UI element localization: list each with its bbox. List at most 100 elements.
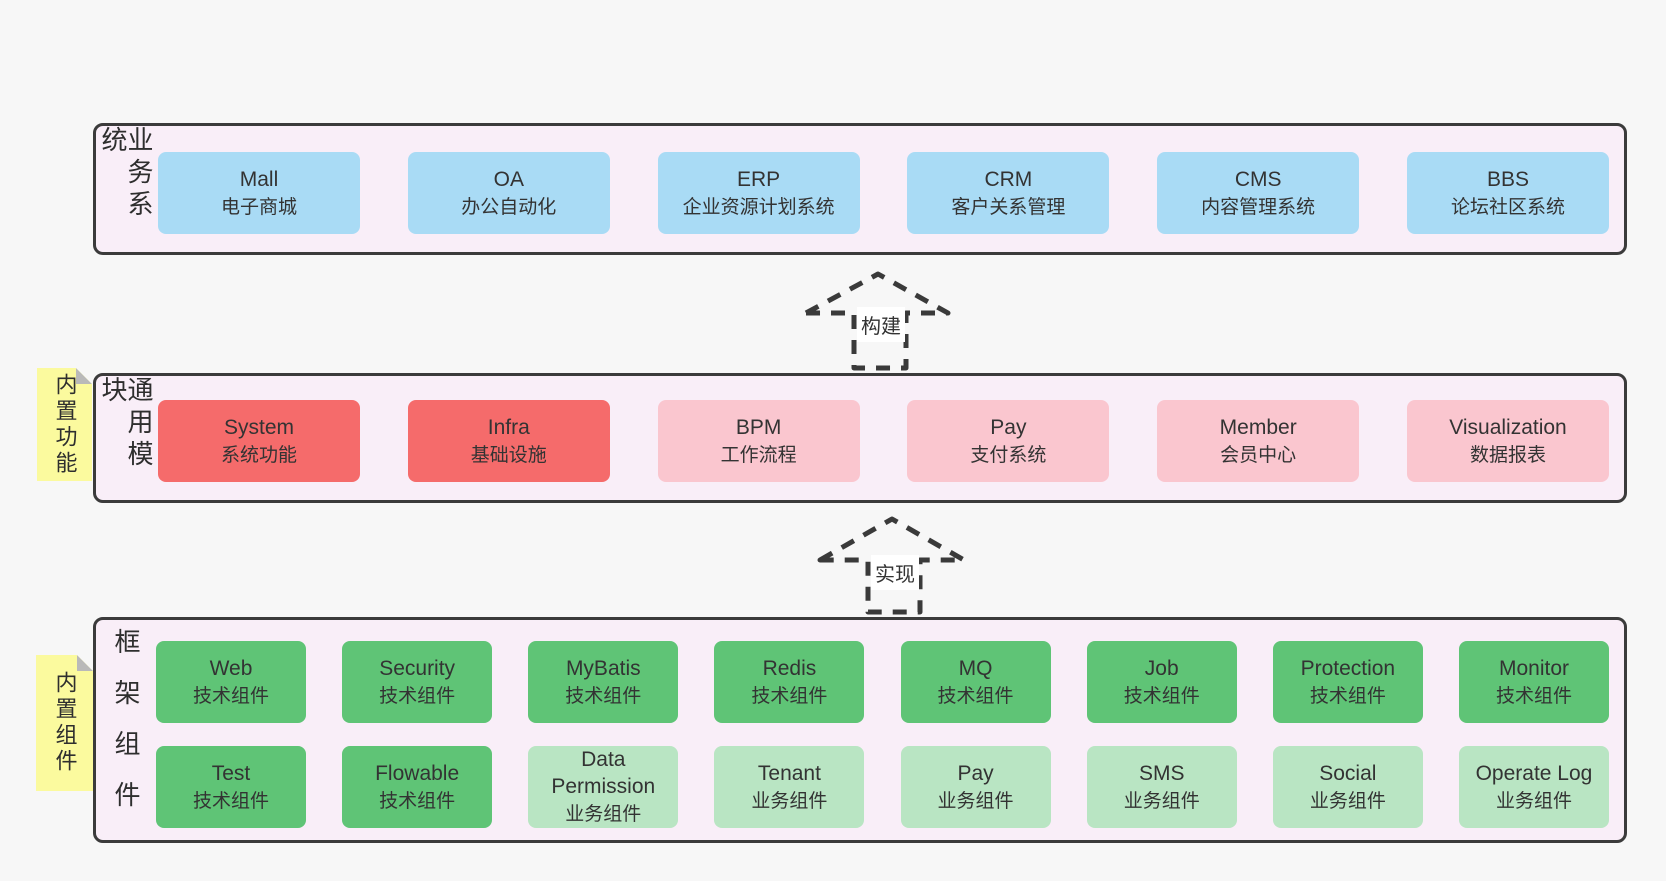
box-title: Test xyxy=(211,761,251,785)
box-title: Visualization xyxy=(1449,415,1567,439)
box-title: Web xyxy=(209,656,253,680)
box-visualization: Visualization 数据报表 xyxy=(1406,400,1609,482)
sticky-fold-icon xyxy=(77,655,93,671)
box-title: Security xyxy=(379,656,456,680)
box-title: CMS xyxy=(1234,167,1282,191)
box-tenant: Tenant 业务组件 xyxy=(714,746,865,828)
implement-arrow-label: 实现 xyxy=(871,555,919,590)
box-subtitle: 系统功能 xyxy=(220,444,297,466)
box-title: Protection xyxy=(1300,656,1396,680)
box-mq: MQ 技术组件 xyxy=(900,641,1051,723)
box-subtitle: 电子商城 xyxy=(220,196,297,218)
box-subtitle: 数据报表 xyxy=(1469,444,1546,466)
box-subtitle: 论坛社区系统 xyxy=(1450,196,1565,218)
box-subtitle: 工作流程 xyxy=(720,444,797,466)
box-subtitle: 技术组件 xyxy=(1309,685,1386,707)
box-mall: Mall 电子商城 xyxy=(158,152,360,234)
box-job: Job 技术组件 xyxy=(1086,641,1237,723)
sticky-note-label: 内置功能 xyxy=(52,372,78,477)
box-subtitle: 业务组件 xyxy=(1309,790,1386,812)
box-title: Infra xyxy=(487,415,530,439)
box-title: SMS xyxy=(1138,761,1185,785)
box-social: Social 业务组件 xyxy=(1272,746,1423,828)
box-infra: Infra 基础设施 xyxy=(407,400,610,482)
components-box-row-2: Test 技术组件 Flowable 技术组件 Data Permission … xyxy=(156,746,1609,828)
band-components-label: 框架组件 xyxy=(111,628,141,832)
build-arrow-label: 构建 xyxy=(857,307,905,342)
box-title: MyBatis xyxy=(565,656,641,680)
components-box-row-1: Web 技术组件 Security 技术组件 MyBatis 技术组件 Redi… xyxy=(156,641,1609,723)
box-title: Job xyxy=(1144,656,1179,680)
box-subtitle: 业务组件 xyxy=(751,790,828,812)
box-title: Flowable xyxy=(375,761,460,785)
sticky-fold-icon xyxy=(76,368,92,384)
band-framework-components: 框架组件 Web 技术组件 Security 技术组件 MyBatis 技术组件… xyxy=(93,617,1627,843)
box-subtitle: 业务组件 xyxy=(1495,790,1572,812)
box-pay-component: Pay 业务组件 xyxy=(900,746,1051,828)
box-subtitle: 技术组件 xyxy=(1123,685,1200,707)
box-subtitle: 业务组件 xyxy=(937,790,1014,812)
box-subtitle: 技术组件 xyxy=(565,685,642,707)
box-title: CRM xyxy=(984,167,1033,191)
box-protection: Protection 技术组件 xyxy=(1272,641,1423,723)
sticky-note-built-in-features: 内置功能 xyxy=(37,368,92,481)
box-subtitle: 技术组件 xyxy=(379,790,456,812)
box-mybatis: MyBatis 技术组件 xyxy=(528,641,679,723)
box-subtitle: 办公自动化 xyxy=(461,196,557,218)
box-redis: Redis 技术组件 xyxy=(714,641,865,723)
box-monitor: Monitor 技术组件 xyxy=(1458,641,1609,723)
band-business-systems: 业务系统 Mall 电子商城 OA 办公自动化 ERP 企业资源计划系统 CRM… xyxy=(93,123,1627,255)
box-title: Mall xyxy=(239,167,279,191)
box-security: Security 技术组件 xyxy=(342,641,493,723)
box-subtitle: 会员中心 xyxy=(1220,444,1297,466)
box-data-permission: Data Permission 业务组件 xyxy=(528,746,679,828)
box-title: Redis xyxy=(762,656,817,680)
box-sms: SMS 业务组件 xyxy=(1086,746,1237,828)
box-flowable: Flowable 技术组件 xyxy=(342,746,493,828)
box-pay-module: Pay 支付系统 xyxy=(907,400,1110,482)
box-subtitle: 技术组件 xyxy=(192,685,269,707)
modules-box-row: System 系统功能 Infra 基础设施 BPM 工作流程 Pay 支付系统… xyxy=(158,400,1609,482)
box-oa: OA 办公自动化 xyxy=(407,152,610,234)
box-subtitle: 支付系统 xyxy=(970,444,1047,466)
box-subtitle: 客户关系管理 xyxy=(951,196,1066,218)
box-crm: CRM 客户关系管理 xyxy=(907,152,1110,234)
box-subtitle: 业务组件 xyxy=(1123,790,1200,812)
box-title: MQ xyxy=(958,656,993,680)
box-title: Monitor xyxy=(1498,656,1569,680)
band-common-modules: 通用模块 System 系统功能 Infra 基础设施 BPM 工作流程 Pay… xyxy=(93,373,1627,503)
box-title: Pay xyxy=(957,761,994,785)
box-title: System xyxy=(223,415,294,439)
box-title: Member xyxy=(1219,415,1297,439)
box-bpm: BPM 工作流程 xyxy=(657,400,860,482)
box-title: BPM xyxy=(735,415,782,439)
build-arrow-icon xyxy=(803,271,951,371)
box-member: Member 会员中心 xyxy=(1157,400,1360,482)
box-subtitle: 技术组件 xyxy=(192,790,269,812)
box-bbs: BBS 论坛社区系统 xyxy=(1406,152,1609,234)
box-title: BBS xyxy=(1486,167,1529,191)
box-title: Tenant xyxy=(757,761,821,785)
box-erp: ERP 企业资源计划系统 xyxy=(657,152,860,234)
sticky-note-built-in-components: 内置组件 xyxy=(36,655,93,791)
box-subtitle: 内容管理系统 xyxy=(1201,196,1316,218)
band-modules-label: 通用模块 xyxy=(98,376,154,472)
box-test: Test 技术组件 xyxy=(156,746,306,828)
box-title: OA xyxy=(493,167,524,191)
box-title: Social xyxy=(1319,761,1377,785)
box-system: System 系统功能 xyxy=(158,400,360,482)
box-subtitle: 技术组件 xyxy=(379,685,456,707)
box-subtitle: 技术组件 xyxy=(1495,685,1572,707)
box-cms: CMS 内容管理系统 xyxy=(1157,152,1360,234)
sticky-note-label: 内置组件 xyxy=(52,671,78,775)
band-business-label: 业务系统 xyxy=(98,126,154,222)
box-subtitle: 技术组件 xyxy=(937,685,1014,707)
box-title: Operate Log xyxy=(1475,761,1593,785)
implement-arrow-icon xyxy=(817,516,967,615)
business-box-row: Mall 电子商城 OA 办公自动化 ERP 企业资源计划系统 CRM 客户关系… xyxy=(158,152,1609,234)
box-operate-log: Operate Log 业务组件 xyxy=(1458,746,1609,828)
box-title: Pay xyxy=(990,415,1027,439)
box-title: Data Permission xyxy=(551,748,656,798)
box-web: Web 技术组件 xyxy=(156,641,306,723)
